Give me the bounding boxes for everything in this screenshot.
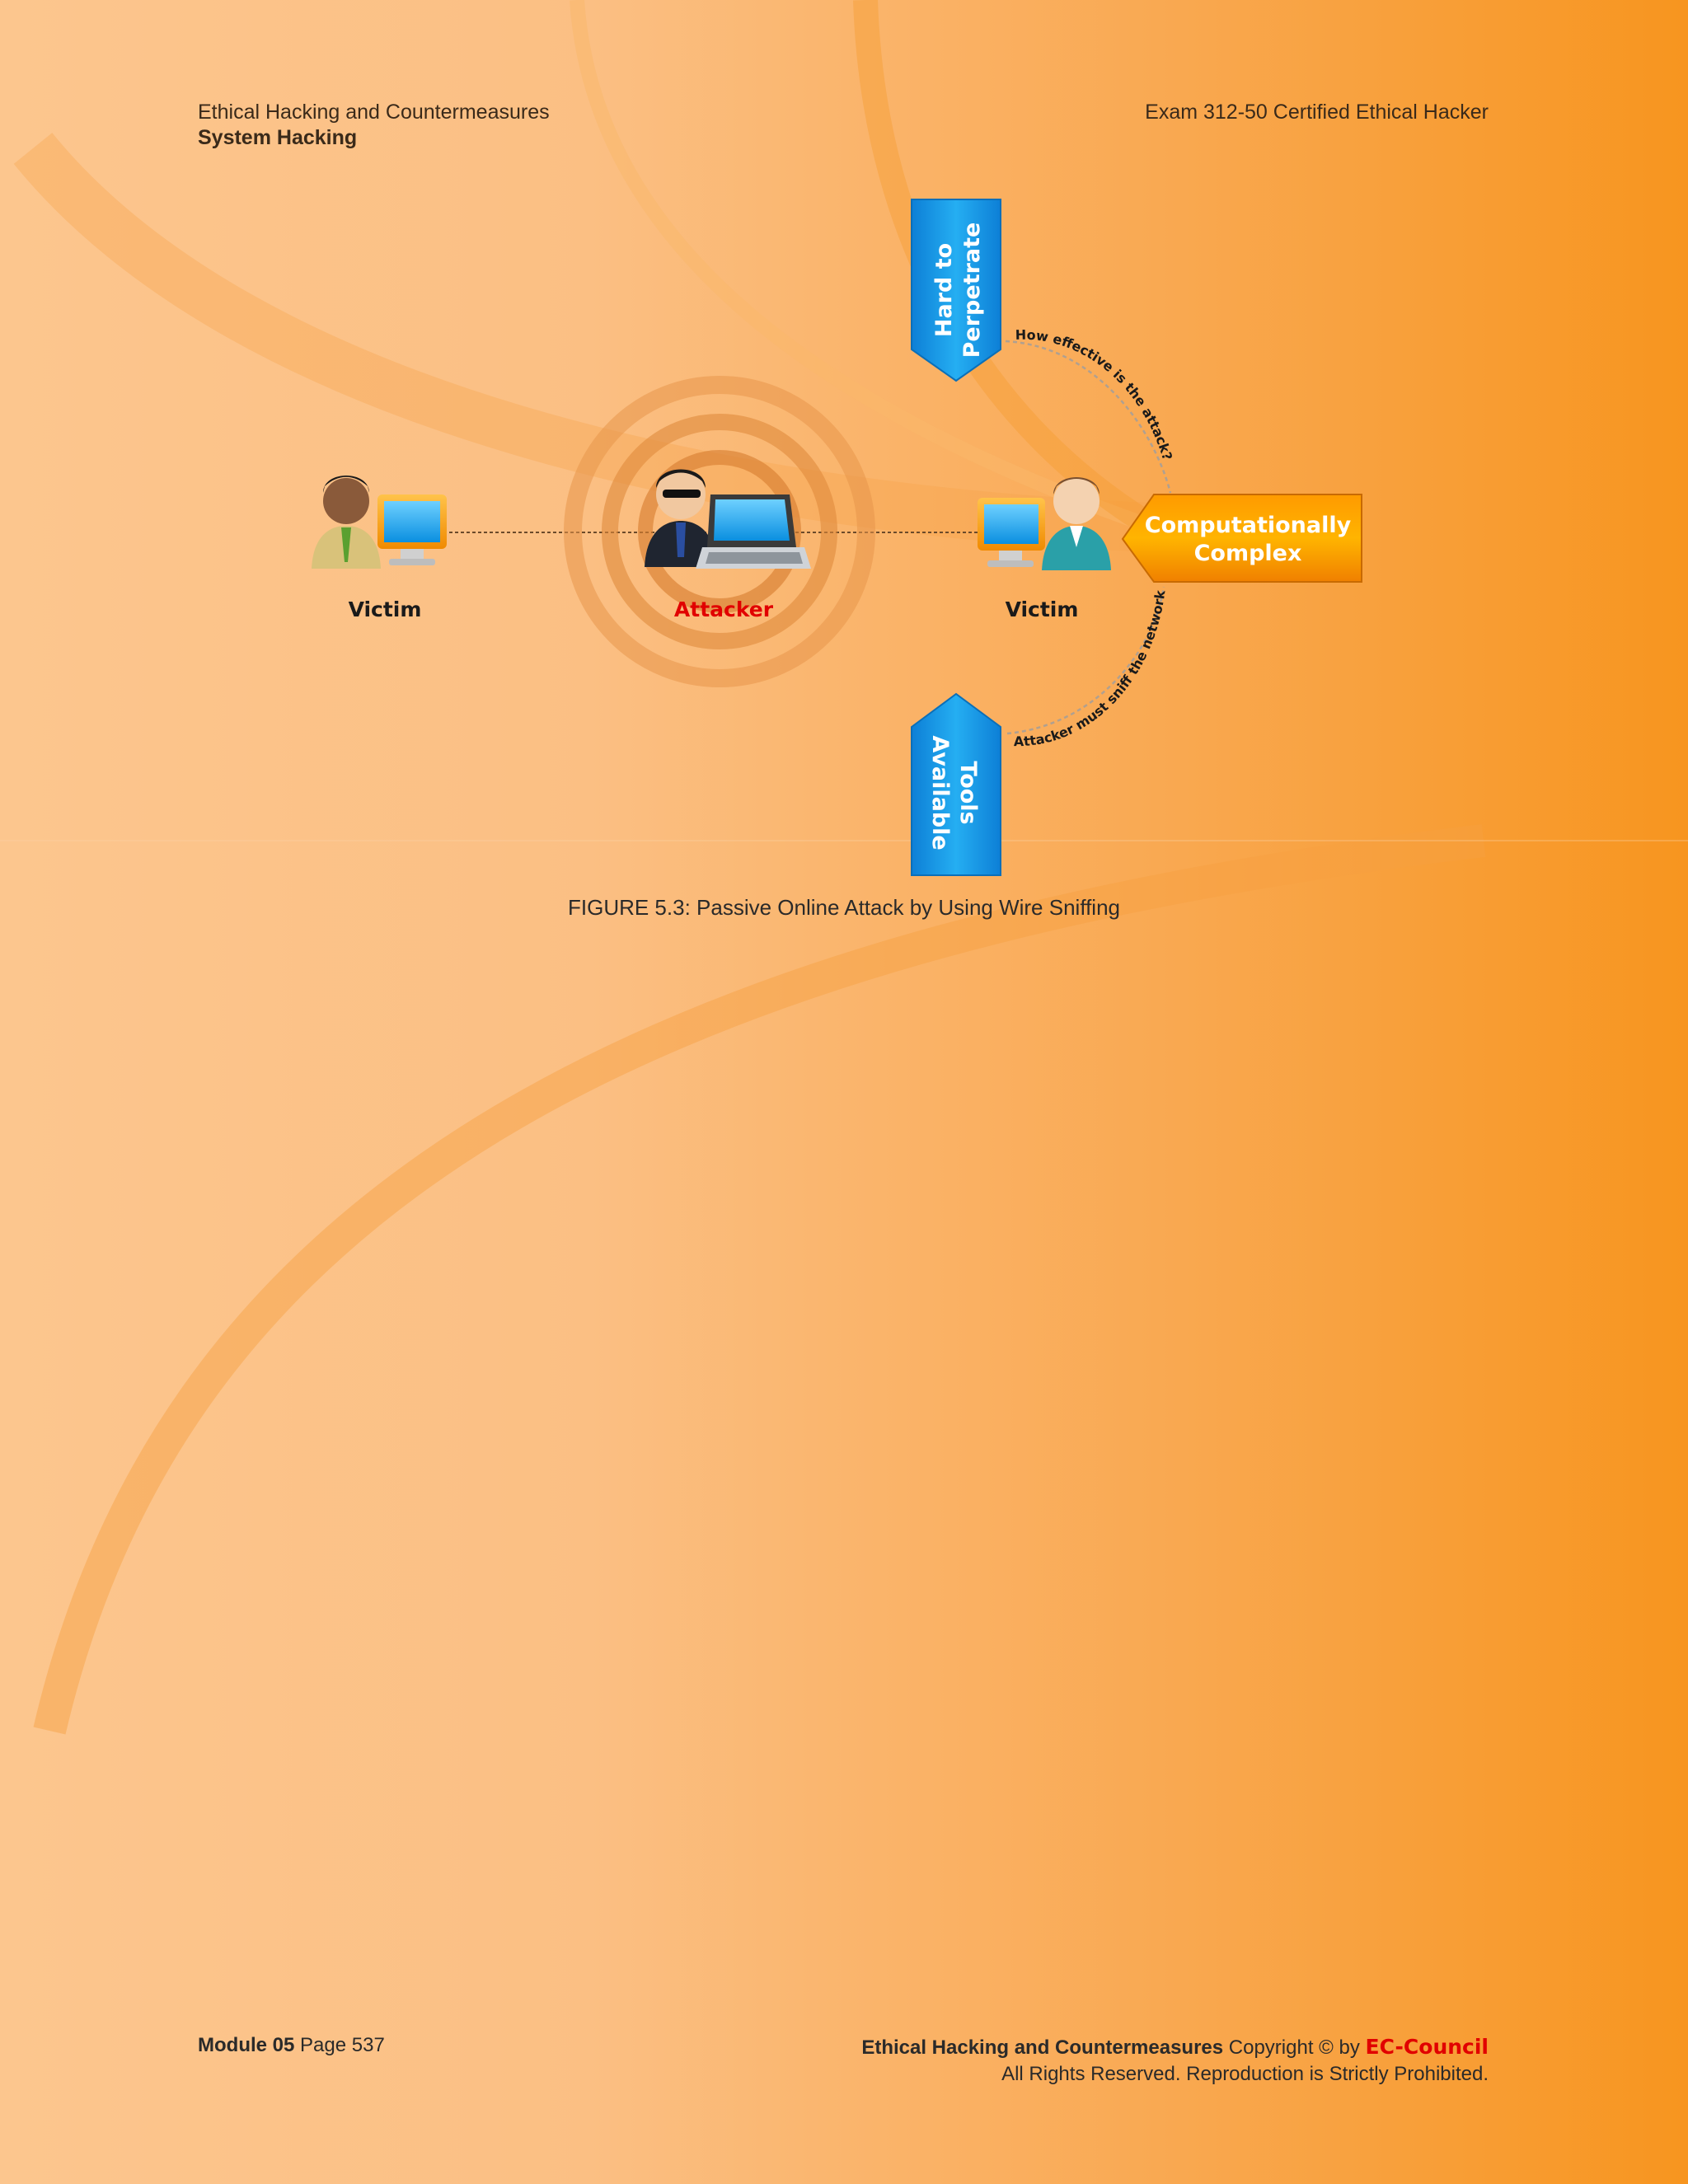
victim-left-label: Victim xyxy=(349,598,422,621)
figure-caption: FIGURE 5.3: Passive Online Attack by Usi… xyxy=(567,895,1120,920)
rights-text: All Rights Reserved. Reproduction is Str… xyxy=(1001,2063,1489,2085)
attacker-icon xyxy=(645,469,811,569)
page-label: Page 537 xyxy=(300,2034,385,2056)
copyright-text: Copyright © by xyxy=(1228,2036,1360,2059)
victim-left-icon xyxy=(312,476,447,569)
arrow-top-line1: Hard to xyxy=(931,243,957,337)
sniffing-rings xyxy=(564,376,875,687)
arrow-bottom-line1: Tools xyxy=(955,761,981,824)
arrow-tools-available: Tools Available xyxy=(911,692,1001,876)
course-title: Ethical Hacking and Countermeasures xyxy=(198,101,550,124)
arc-bottom-line xyxy=(1006,586,1165,735)
arrow-hard-to-perpetrate: Hard to Perpetrate xyxy=(911,199,1001,382)
wire-sniffing-diagram: Victim Attacker Victim How effective is … xyxy=(312,199,1362,876)
victim-right-label: Victim xyxy=(1006,598,1079,621)
page-footer-left: Module 05 Page 537 xyxy=(198,2034,385,2057)
victim-right-icon xyxy=(978,477,1111,570)
copyright-title: Ethical Hacking and Countermeasures xyxy=(861,2036,1224,2059)
module-label: Module 05 xyxy=(198,2034,295,2056)
arrow-top-line2: Perpetrate xyxy=(959,223,985,359)
arrow-bottom-line2: Available xyxy=(927,735,953,850)
page-header-left: Ethical Hacking and Countermeasures Syst… xyxy=(198,101,550,150)
attacker-label: Attacker xyxy=(674,598,774,621)
page-footer-right: Ethical Hacking and Countermeasures Copy… xyxy=(861,2034,1489,2088)
arrow-computationally-complex: Computationally Complex xyxy=(1121,494,1362,583)
arrow-right-line1: Computationally xyxy=(1145,513,1352,538)
arc-top-text: How effective is the attack? xyxy=(1015,327,1175,462)
ec-council-logo: EC-Council xyxy=(1365,2035,1489,2059)
module-name: System Hacking xyxy=(198,126,358,149)
exam-title: Exam 312-50 Certified Ethical Hacker xyxy=(1145,101,1489,124)
arrow-right-line2: Complex xyxy=(1194,541,1302,566)
